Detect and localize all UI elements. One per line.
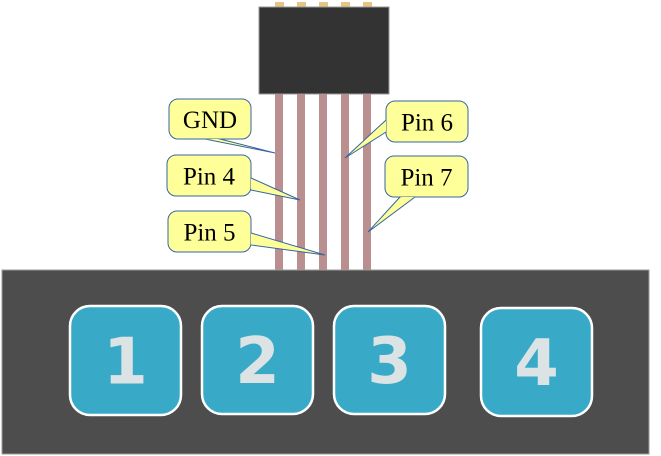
callout-seam: [251, 233, 255, 245]
key-group: 1 2 3 4: [68, 304, 594, 418]
callout-box: [166, 154, 252, 197]
key-2[interactable]: 2: [200, 304, 315, 416]
key-label: 3: [367, 325, 412, 399]
callout-seam: [400, 197, 415, 199]
callout-pin-6: Pin 6: [344, 100, 469, 159]
callout-pointer: [250, 232, 326, 256]
connector-pin-top: [341, 2, 350, 8]
callout-pointer: [204, 138, 276, 154]
wire-2: [297, 94, 305, 271]
key-1[interactable]: 1: [68, 304, 183, 417]
callout-pin-4: Pin 4: [166, 154, 301, 201]
wire-1: [275, 94, 283, 271]
connector-pin-top: [275, 2, 284, 8]
callout-group: GND Pin 4 Pin 5 Pin 6 Pin 7: [166, 98, 469, 256]
connector-pin-top: [297, 2, 306, 8]
key-face: [200, 304, 315, 416]
callout-box: [384, 155, 469, 198]
callout-label: GND: [183, 107, 237, 134]
callout-pin-5: Pin 5: [167, 210, 326, 256]
callout-seam: [383, 120, 386, 132]
callout-pin-7: Pin 7: [367, 155, 469, 233]
key-label: 2: [235, 325, 280, 399]
wire-5: [363, 94, 371, 271]
callout-label: Pin 7: [400, 165, 452, 192]
callout-label: Pin 6: [401, 110, 453, 137]
callout-box: [167, 210, 252, 253]
key-label: 1: [103, 326, 148, 400]
connector-body: [258, 6, 390, 95]
connector-pin-top: [363, 2, 372, 8]
key-face: [479, 306, 594, 418]
callout-gnd: GND: [168, 98, 276, 154]
connector-pin-top: [319, 2, 328, 8]
callout-label: Pin 4: [183, 164, 236, 191]
key-3[interactable]: 3: [332, 304, 447, 416]
connector: [258, 2, 390, 95]
wire-3: [319, 94, 327, 271]
key-face: [68, 304, 183, 417]
key-face: [332, 304, 447, 416]
callout-seam: [205, 139, 220, 140]
wire-group: [275, 94, 371, 271]
callout-pointer: [367, 196, 417, 233]
key-label: 4: [514, 327, 559, 401]
callout-label: Pin 5: [183, 220, 235, 247]
key-4[interactable]: 4: [479, 306, 594, 418]
callout-seam: [251, 178, 254, 190]
wire-4: [341, 94, 349, 271]
